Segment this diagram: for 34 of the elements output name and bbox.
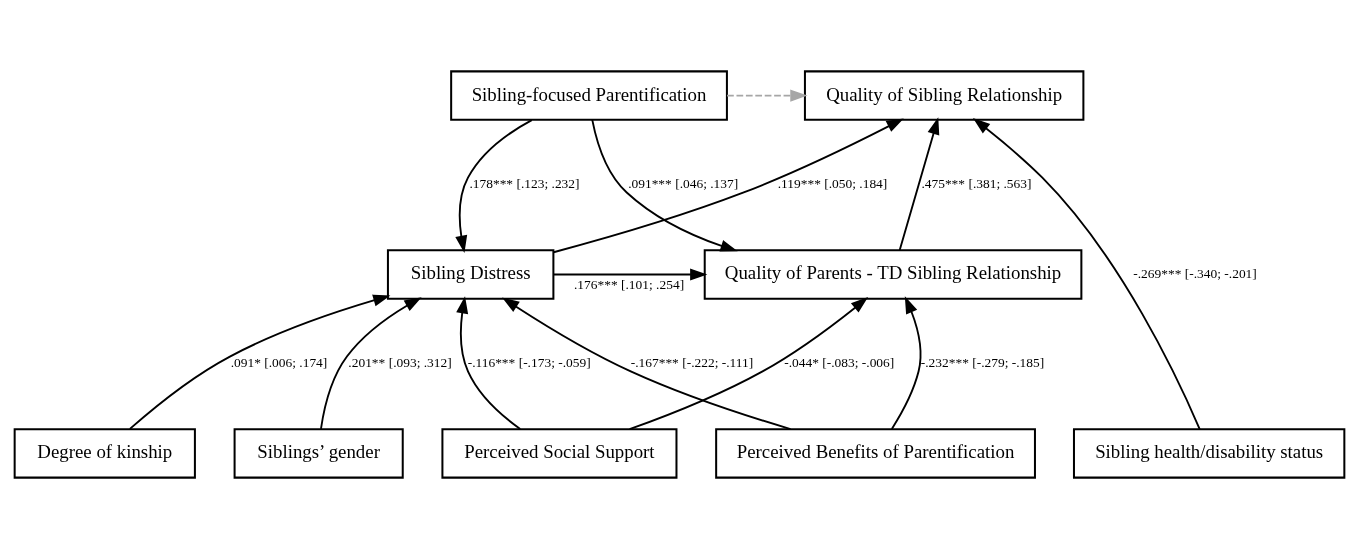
arrow: [455, 118, 533, 253]
node-box: Perceived Social Support: [441, 427, 678, 479]
edge-label: -.167*** [-.222; -.111]: [630, 354, 754, 370]
node-box: Degree of kinship: [13, 427, 196, 479]
edge-label: .176*** [.101; .254]: [574, 276, 685, 292]
node-box: Siblings’ gender: [233, 427, 404, 479]
edge-label: .091* [.006; .174]: [230, 354, 328, 370]
node-box: Quality of Sibling Relationship: [803, 69, 1085, 121]
edge-label: -.044* [-.083; -.006]: [784, 354, 895, 370]
arrow: [502, 296, 792, 430]
arrow: [456, 295, 522, 430]
arrow: [628, 296, 869, 430]
arrow: [552, 118, 904, 253]
arrow: [726, 89, 808, 102]
node-box: Perceived Benefits of Parentification: [715, 427, 1036, 479]
edge-label: .201** [.093; .312]: [348, 354, 452, 370]
edge-label: .475*** [.381; .563]: [921, 175, 1032, 191]
arrow: [898, 116, 940, 251]
arrow: [972, 117, 1201, 430]
node-box: Sibling-focused Parentification: [450, 69, 728, 121]
node-box: Quality of Parents - TD Sibling Relationship: [703, 248, 1083, 300]
edge-label: -.232*** [-.279; -.185]: [920, 354, 1045, 370]
edge-label: .091*** [.046; .137]: [628, 175, 739, 191]
arrow: [552, 267, 708, 281]
edge-label: .178*** [.123; .232]: [469, 175, 580, 191]
arrow: [320, 296, 422, 430]
node-box: Sibling Distress: [386, 248, 555, 300]
arrow: [890, 295, 922, 430]
arrow: [128, 294, 391, 430]
node-box: Sibling health/disability status: [1072, 427, 1346, 479]
edge-label: .119*** [.050; .184]: [777, 175, 888, 191]
edge-label: -.116*** [-.173; -.059]: [467, 354, 591, 370]
edge-label: -.269*** [-.340; -.201]: [1133, 265, 1257, 281]
arrow: [591, 118, 738, 252]
